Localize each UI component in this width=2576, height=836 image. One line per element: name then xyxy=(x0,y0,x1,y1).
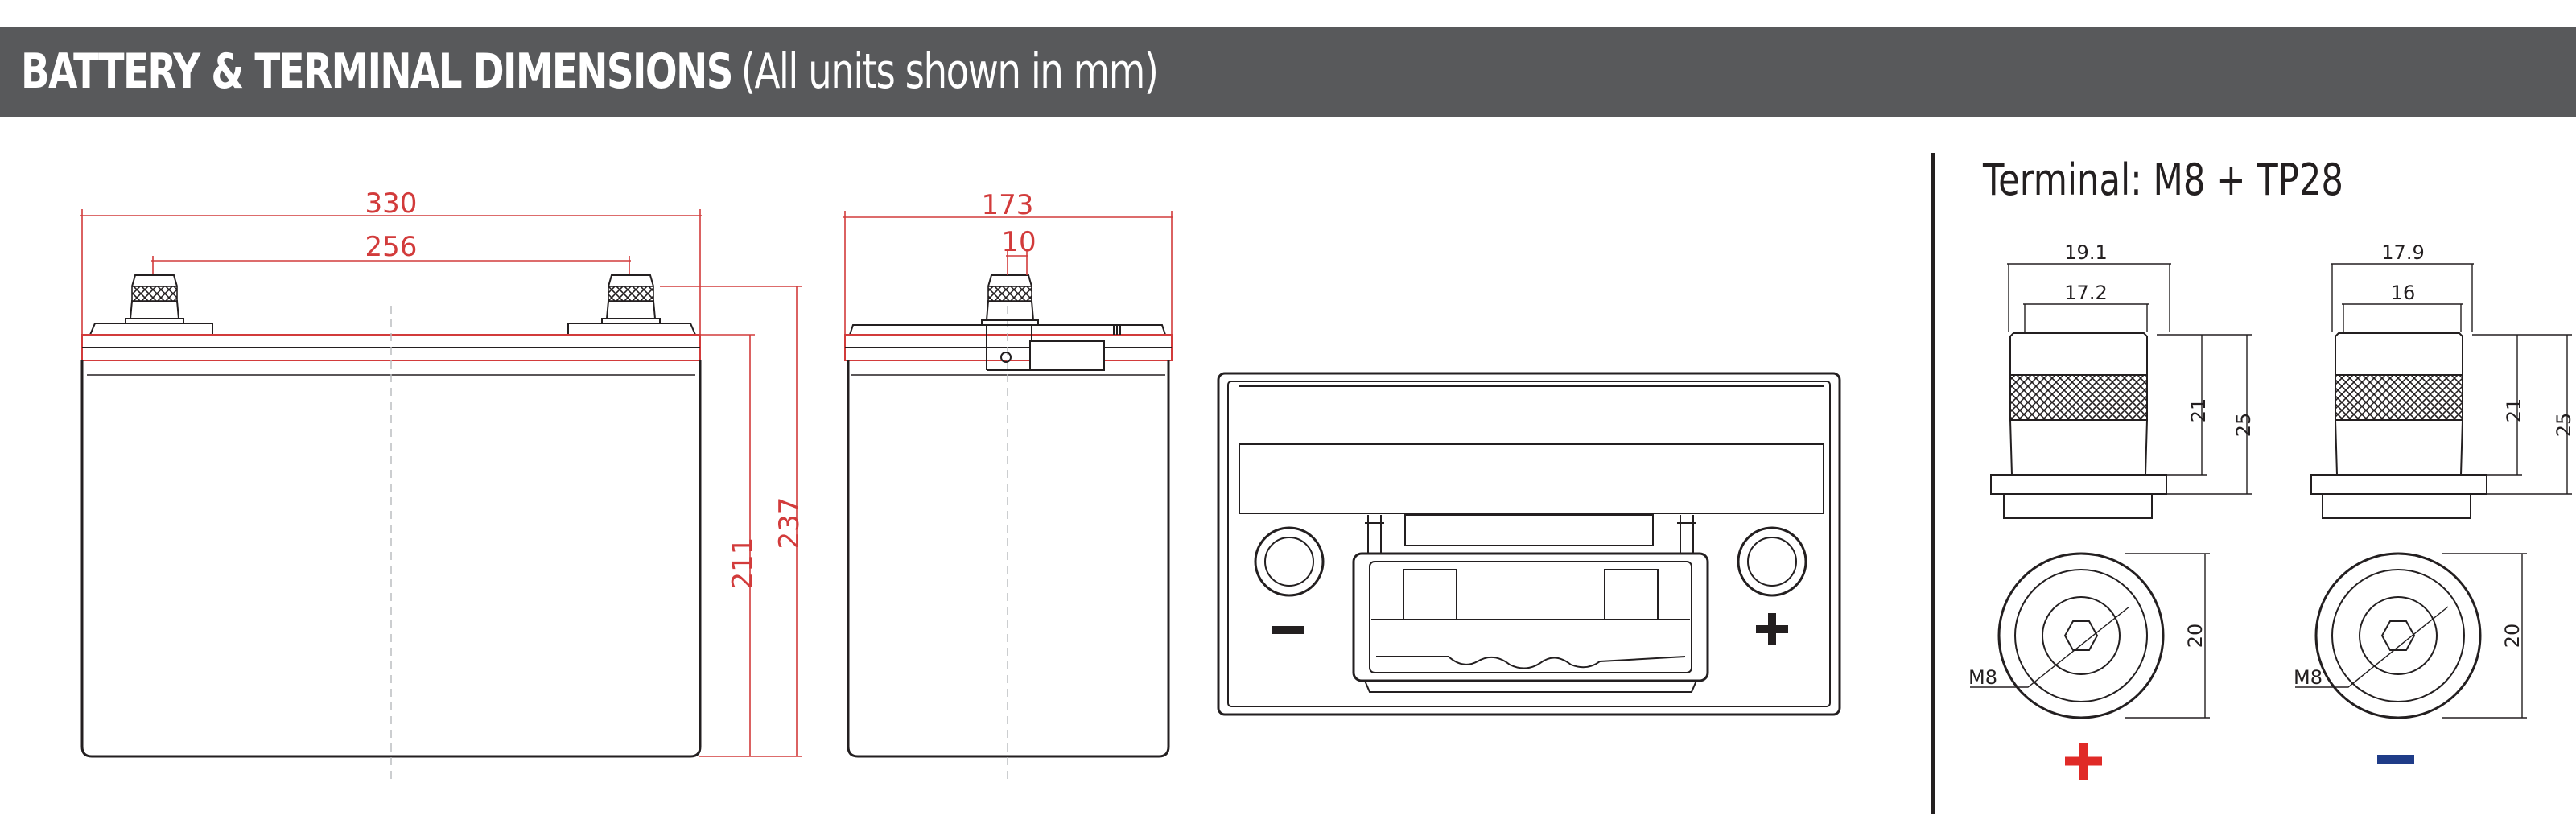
positive-outer-diameter: 20 xyxy=(2184,624,2207,649)
terminal-spacing-dimension: 256 xyxy=(151,231,631,274)
front-terminal-left xyxy=(125,274,184,324)
terminal-section-title: Terminal: M8 + TP28 xyxy=(1982,154,2343,205)
positive-taper-height: 21 xyxy=(2187,398,2210,423)
terminal-offset-label: 10 xyxy=(1001,226,1036,258)
length-dimension: 330 xyxy=(80,187,702,335)
case-height-label: 211 xyxy=(727,537,759,590)
battery-front-view: 330 256 211 237 xyxy=(80,187,806,785)
negative-bolt-size: M8 xyxy=(2294,666,2323,689)
negative-terminal-side: 17.9 16 21 25 xyxy=(2310,241,2575,519)
page-title: BATTERY & TERMINAL DIMENSIONS(All units … xyxy=(21,42,1159,101)
positive-terminal-top: M8 20 xyxy=(1968,552,2210,780)
title-main: BATTERY & TERMINAL DIMENSIONS xyxy=(21,43,733,100)
negative-polarity-icon xyxy=(2377,755,2414,764)
positive-terminal-side: 19.1 17.2 21 25 xyxy=(1990,241,2255,519)
negative-terminal-top: M8 20 xyxy=(2294,552,2527,764)
positive-polarity-icon xyxy=(2065,743,2102,780)
battery-side-view: 173 10 xyxy=(843,189,1173,785)
positive-bolt-size: M8 xyxy=(1968,666,1997,689)
terminal-offset-dimension: 10 xyxy=(1001,226,1037,275)
side-terminal xyxy=(981,274,1039,326)
positive-total-height: 25 xyxy=(2232,413,2255,438)
length-label: 330 xyxy=(365,187,418,220)
front-terminal-right xyxy=(601,274,661,324)
title-units-note: (All units shown in mm) xyxy=(740,43,1159,100)
width-dimension: 173 xyxy=(843,189,1173,335)
negative-base-diameter: 17.9 xyxy=(2381,241,2424,264)
negative-outer-diameter: 20 xyxy=(2501,624,2524,649)
header-bar xyxy=(0,27,2576,117)
terminal-spacing-label: 256 xyxy=(365,231,418,263)
plus-icon xyxy=(1756,613,1788,645)
width-label: 173 xyxy=(982,189,1034,221)
negative-top-diameter: 16 xyxy=(2391,282,2416,304)
total-height-label: 237 xyxy=(773,497,806,550)
height-dimensions: 211 237 xyxy=(660,286,806,757)
top-negative-post xyxy=(1254,526,1325,634)
positive-top-diameter: 17.2 xyxy=(2064,282,2107,304)
battery-top-view xyxy=(1217,372,1841,716)
negative-taper-height: 21 xyxy=(2503,398,2525,423)
top-positive-post xyxy=(1737,526,1807,645)
negative-total-height: 25 xyxy=(2553,413,2575,438)
carry-handle xyxy=(1352,515,1709,693)
minus-icon xyxy=(1272,626,1304,634)
positive-base-diameter: 19.1 xyxy=(2064,241,2107,264)
